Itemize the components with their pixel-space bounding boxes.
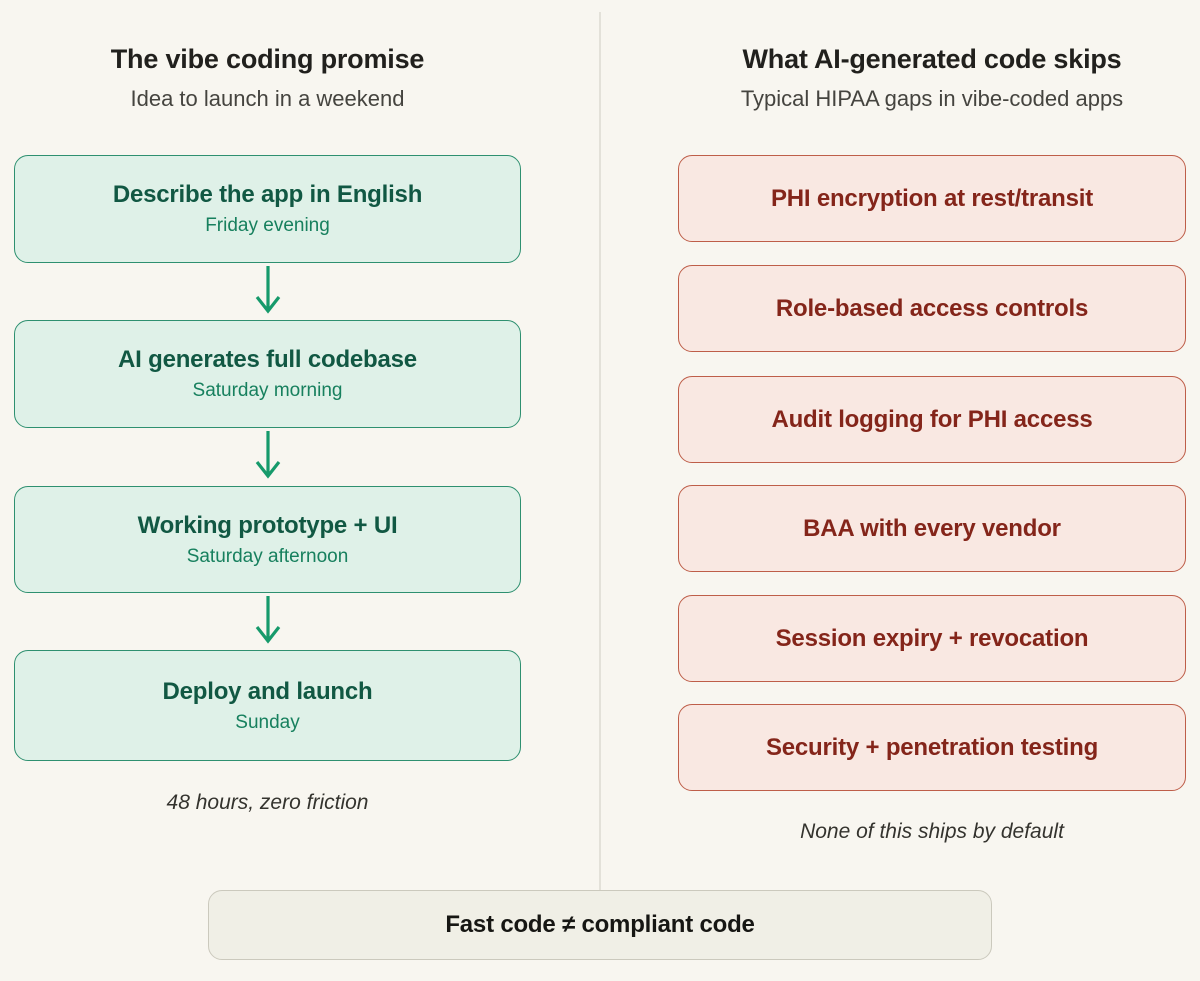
column-divider	[599, 12, 601, 890]
right-caption: None of this ships by default	[800, 820, 1064, 843]
flow-step-time: Sunday	[235, 711, 300, 733]
gap-item-label: Security + penetration testing	[765, 733, 1099, 761]
flow-step-deploy: Deploy and launch Sunday	[14, 650, 521, 761]
gap-item-security-testing: Security + penetration testing	[678, 704, 1186, 791]
gap-item-audit-logging: Audit logging for PHI access	[678, 376, 1186, 463]
gap-item-phi-encryption: PHI encryption at rest/transit	[678, 155, 1186, 242]
flow-step-title: Working prototype + UI	[137, 511, 398, 539]
gap-item-label: BAA with every vendor	[803, 514, 1061, 542]
footer-banner-label: Fast code ≠ compliant code	[445, 911, 755, 938]
right-column-subtitle: Typical HIPAA gaps in vibe-coded apps	[740, 86, 1124, 111]
left-column-title: The vibe coding promise	[110, 44, 425, 74]
gap-item-label: PHI encryption at rest/transit	[770, 184, 1094, 212]
gap-item-session-expiry: Session expiry + revocation	[678, 595, 1186, 682]
left-column-subtitle: Idea to launch in a weekend	[130, 86, 405, 111]
flow-step-title: Deploy and launch	[162, 677, 373, 705]
flow-step-time: Saturday morning	[192, 380, 343, 401]
flow-step-time: Friday evening	[205, 215, 330, 236]
flow-step-describe-app: Describe the app in English Friday eveni…	[14, 155, 521, 263]
gap-item-role-based-access: Role-based access controls	[678, 265, 1186, 352]
flow-step-prototype: Working prototype + UI Saturday afternoo…	[14, 486, 521, 593]
down-arrow-icon	[255, 431, 281, 479]
gap-item-label: Audit logging for PHI access	[771, 405, 1093, 433]
gap-item-label: Role-based access controls	[775, 294, 1089, 322]
flow-step-title: AI generates full codebase	[118, 346, 417, 373]
flow-step-title: Describe the app in English	[112, 181, 423, 208]
flow-step-ai-codebase: AI generates full codebase Saturday morn…	[14, 320, 521, 428]
flow-step-time: Saturday afternoon	[186, 545, 349, 567]
gap-item-baa-vendor: BAA with every vendor	[678, 485, 1186, 572]
gap-item-label: Session expiry + revocation	[775, 624, 1089, 652]
down-arrow-icon	[255, 596, 281, 644]
left-caption: 48 hours, zero friction	[166, 791, 369, 814]
footer-banner: Fast code ≠ compliant code	[208, 890, 992, 960]
right-column-title: What AI-generated code skips	[742, 44, 1122, 74]
down-arrow-icon	[255, 266, 281, 314]
